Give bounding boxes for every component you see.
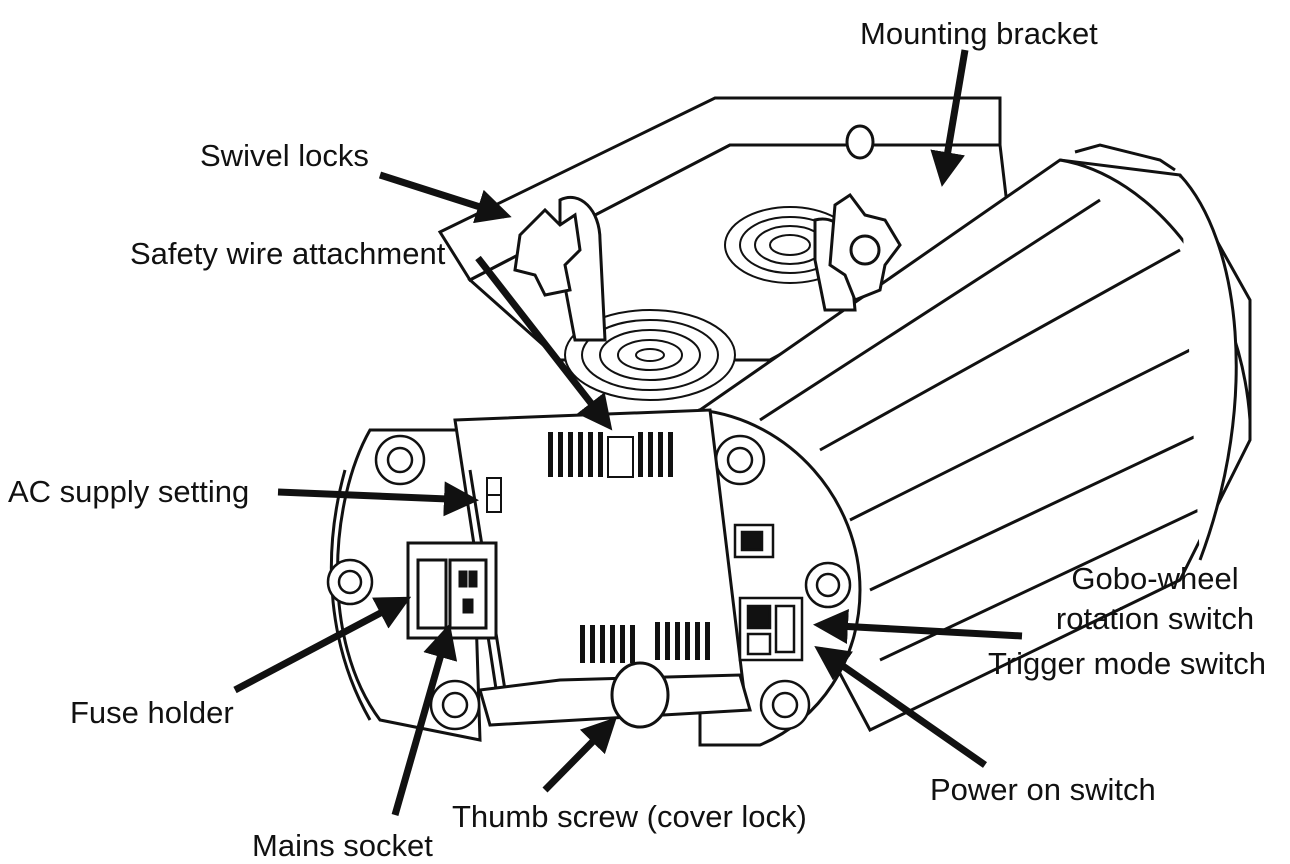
label-power-on-switch: Power on switch	[930, 772, 1156, 807]
swivel-lock-left	[513, 196, 607, 342]
arrow-safety-wire	[475, 255, 613, 431]
arrow-fuse-holder	[233, 596, 412, 694]
fan-bottom	[564, 309, 736, 401]
arrow-swivel-locks	[378, 171, 512, 224]
vent-slots-top	[548, 432, 673, 478]
arrow-gobo-wheel	[813, 609, 1023, 644]
label-swivel-locks: Swivel locks	[200, 138, 369, 173]
ac-supply-selector	[486, 477, 502, 513]
label-gobo-wheel-line2: rotation switch	[1055, 601, 1255, 636]
arrow-mounting-bracket	[930, 49, 969, 187]
label-gobo-wheel: Gobo-wheel rotation switch	[1040, 563, 1270, 634]
label-mains-socket: Mains socket	[252, 828, 433, 863]
vent-slots-bottom	[580, 622, 710, 663]
label-thumb-screw: Thumb screw (cover lock)	[452, 799, 807, 834]
arrow-ac-supply	[277, 481, 479, 517]
flange-holes	[326, 434, 852, 731]
label-safety-wire-attachment: Safety wire attachment	[130, 236, 446, 271]
arrow-thumb-screw	[542, 717, 617, 793]
mains-socket-block	[406, 541, 498, 640]
arrow-mains-socket	[391, 623, 458, 816]
label-gobo-wheel-line1: Gobo-wheel	[1071, 561, 1239, 596]
arrow-power-on	[814, 645, 988, 768]
swivel-lock-right	[813, 192, 902, 312]
label-trigger-mode-switch: Trigger mode switch	[988, 646, 1266, 681]
thumb-screw-shape	[478, 661, 752, 729]
label-fuse-holder: Fuse holder	[70, 695, 234, 730]
label-ac-supply-setting: AC supply setting	[8, 474, 250, 509]
label-mounting-bracket: Mounting bracket	[860, 16, 1098, 51]
switch-group	[733, 523, 804, 662]
